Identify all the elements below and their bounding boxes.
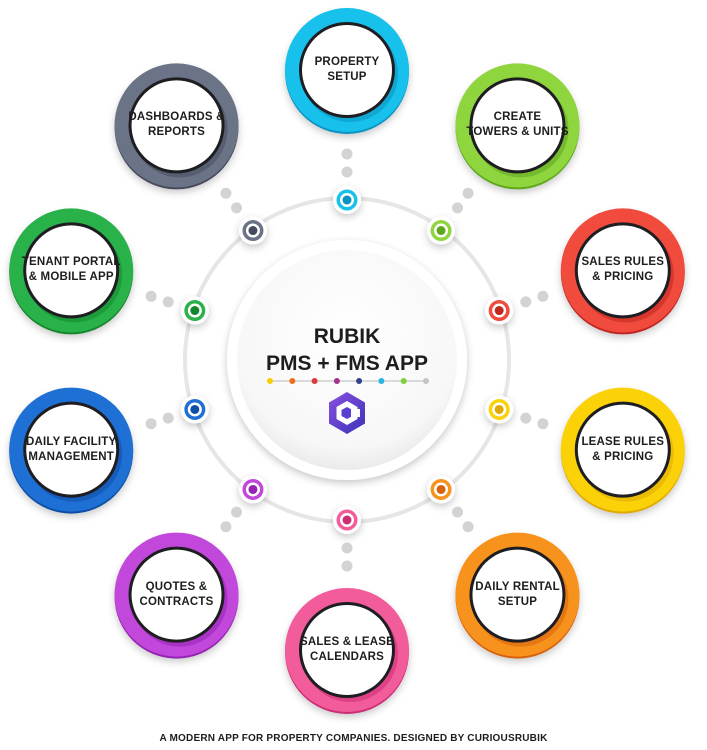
feature-label-line: LEASE RULES	[581, 435, 665, 448]
center-color-dot	[333, 378, 340, 384]
feature-circle-sales-rules-pricing[interactable]	[560, 208, 685, 335]
feature-label-create-towers-units: CREATE TOWERS & UNITS	[463, 110, 573, 140]
connector-dot	[462, 187, 474, 199]
feature-label-daily-facility-management: DAILY FACILITY MANAGEMENT	[16, 435, 126, 465]
connector-dot	[162, 296, 174, 308]
feature-label-line: MANAGEMENT	[28, 450, 115, 463]
feature-circle-sales-lease-calendars[interactable]	[285, 588, 409, 714]
feature-circle-create-towers-units[interactable]	[455, 63, 580, 190]
feature-label-line: CONTRACTS	[139, 595, 214, 608]
connector-dot	[231, 506, 242, 518]
connector-dot	[462, 521, 474, 533]
center-color-dot	[311, 378, 318, 384]
feature-label-line: DAILY RENTAL	[475, 580, 560, 593]
feature-label-line: REPORTS	[148, 126, 205, 139]
center-color-dot	[400, 378, 407, 384]
connector-dot	[341, 148, 353, 160]
feature-label-tenant-portal-mobile-app: TENANT PORTAL & MOBILE APP	[16, 255, 126, 285]
ring-marker-quotes-contracts	[238, 475, 267, 504]
connector-dot	[231, 202, 242, 214]
feature-label-line: TOWERS & UNITS	[466, 126, 569, 139]
connector-dot	[537, 290, 549, 302]
center-color-dot	[356, 378, 363, 384]
feature-label-daily-rental-setup: DAILY RENTAL SETUP	[463, 580, 573, 610]
center-color-dot	[267, 378, 273, 384]
feature-label-line: TENANT PORTAL	[21, 256, 121, 269]
ring-marker-tenant-portal-mobile-app	[180, 296, 209, 325]
feature-label-quotes-contracts: QUOTES & CONTRACTS	[122, 580, 232, 610]
connector-dot	[452, 506, 463, 518]
feature-circle-property-setup[interactable]	[285, 8, 409, 134]
feature-circle-daily-rental-setup[interactable]	[455, 532, 580, 659]
feature-circle-dashboards-reports[interactable]	[114, 63, 239, 190]
feature-label-property-setup: PROPERTY SETUP	[292, 55, 402, 85]
rubik-hexagon-logo-icon	[329, 392, 365, 434]
connector-dot	[520, 296, 532, 308]
feature-label-line: & PRICING	[592, 450, 654, 463]
feature-label-line: & PRICING	[592, 271, 654, 284]
feature-label-line: SALES RULES	[581, 256, 665, 269]
feature-circle-tenant-portal-mobile-app[interactable]	[9, 208, 134, 335]
ring-marker-lease-rules-pricing	[485, 395, 514, 424]
connector-dot	[537, 418, 549, 430]
feature-label-line: PROPERTY	[314, 56, 380, 68]
center-color-dot	[378, 378, 385, 384]
feature-label-line: SETUP	[497, 595, 538, 608]
center-color-dots	[267, 378, 429, 384]
connector-dot	[220, 521, 232, 533]
connector-dot	[162, 412, 174, 424]
center-color-dot	[289, 378, 296, 384]
feature-label-sales-rules-pricing: SALES RULES & PRICING	[568, 255, 678, 285]
connector-dot	[341, 166, 353, 178]
ring-marker-create-towers-units	[427, 216, 456, 245]
connector-dot	[341, 560, 353, 572]
center-title: RUBIK PMS + FMS APP	[247, 323, 447, 377]
feature-label-line: CALENDARS	[310, 651, 384, 663]
feature-label-line: SETUP	[327, 71, 367, 83]
feature-label-line: SALES & LEASE	[300, 636, 394, 648]
connector-dot	[452, 202, 463, 214]
center-title-line1: RUBIK	[313, 325, 381, 348]
ring-marker-property-setup	[333, 186, 361, 214]
ring-markers	[180, 186, 514, 534]
connector-dots	[145, 148, 549, 572]
feature-circle-quotes-contracts[interactable]	[114, 532, 239, 659]
footer-text: A MODERN APP FOR PROPERTY COMPANIES. DES…	[159, 733, 548, 744]
connector-dot	[145, 418, 157, 430]
connector-dot	[520, 412, 532, 424]
feature-label-dashboards-reports: DASHBOARDS & REPORTS	[122, 110, 232, 140]
center-title-line2: PMS + FMS APP	[265, 352, 428, 375]
center-color-dot	[423, 378, 429, 384]
feature-label-sales-lease-calendars: SALES & LEASE CALENDARS	[292, 635, 402, 665]
connector-dot	[220, 187, 232, 199]
feature-circle-lease-rules-pricing[interactable]	[560, 387, 685, 514]
feature-circle-daily-facility-management[interactable]	[9, 387, 134, 514]
feature-circles	[9, 8, 685, 714]
feature-label-line: CREATE	[493, 111, 542, 124]
ring-marker-sales-rules-pricing	[485, 296, 514, 325]
feature-label-line: DASHBOARDS &	[128, 111, 225, 124]
ring-marker-daily-rental-setup	[427, 475, 456, 504]
feature-label-lease-rules-pricing: LEASE RULES & PRICING	[568, 435, 678, 465]
feature-label-line: DAILY FACILITY	[26, 435, 117, 448]
feature-label-line: QUOTES &	[145, 580, 208, 593]
ring-marker-dashboards-reports	[238, 216, 267, 245]
feature-label-line: & MOBILE APP	[28, 271, 114, 284]
center-hub-inner	[237, 250, 457, 470]
ring-marker-daily-facility-management	[180, 395, 209, 424]
connector-dot	[341, 542, 353, 554]
connector-dot	[145, 290, 157, 302]
ring-marker-sales-lease-calendars	[333, 506, 361, 534]
